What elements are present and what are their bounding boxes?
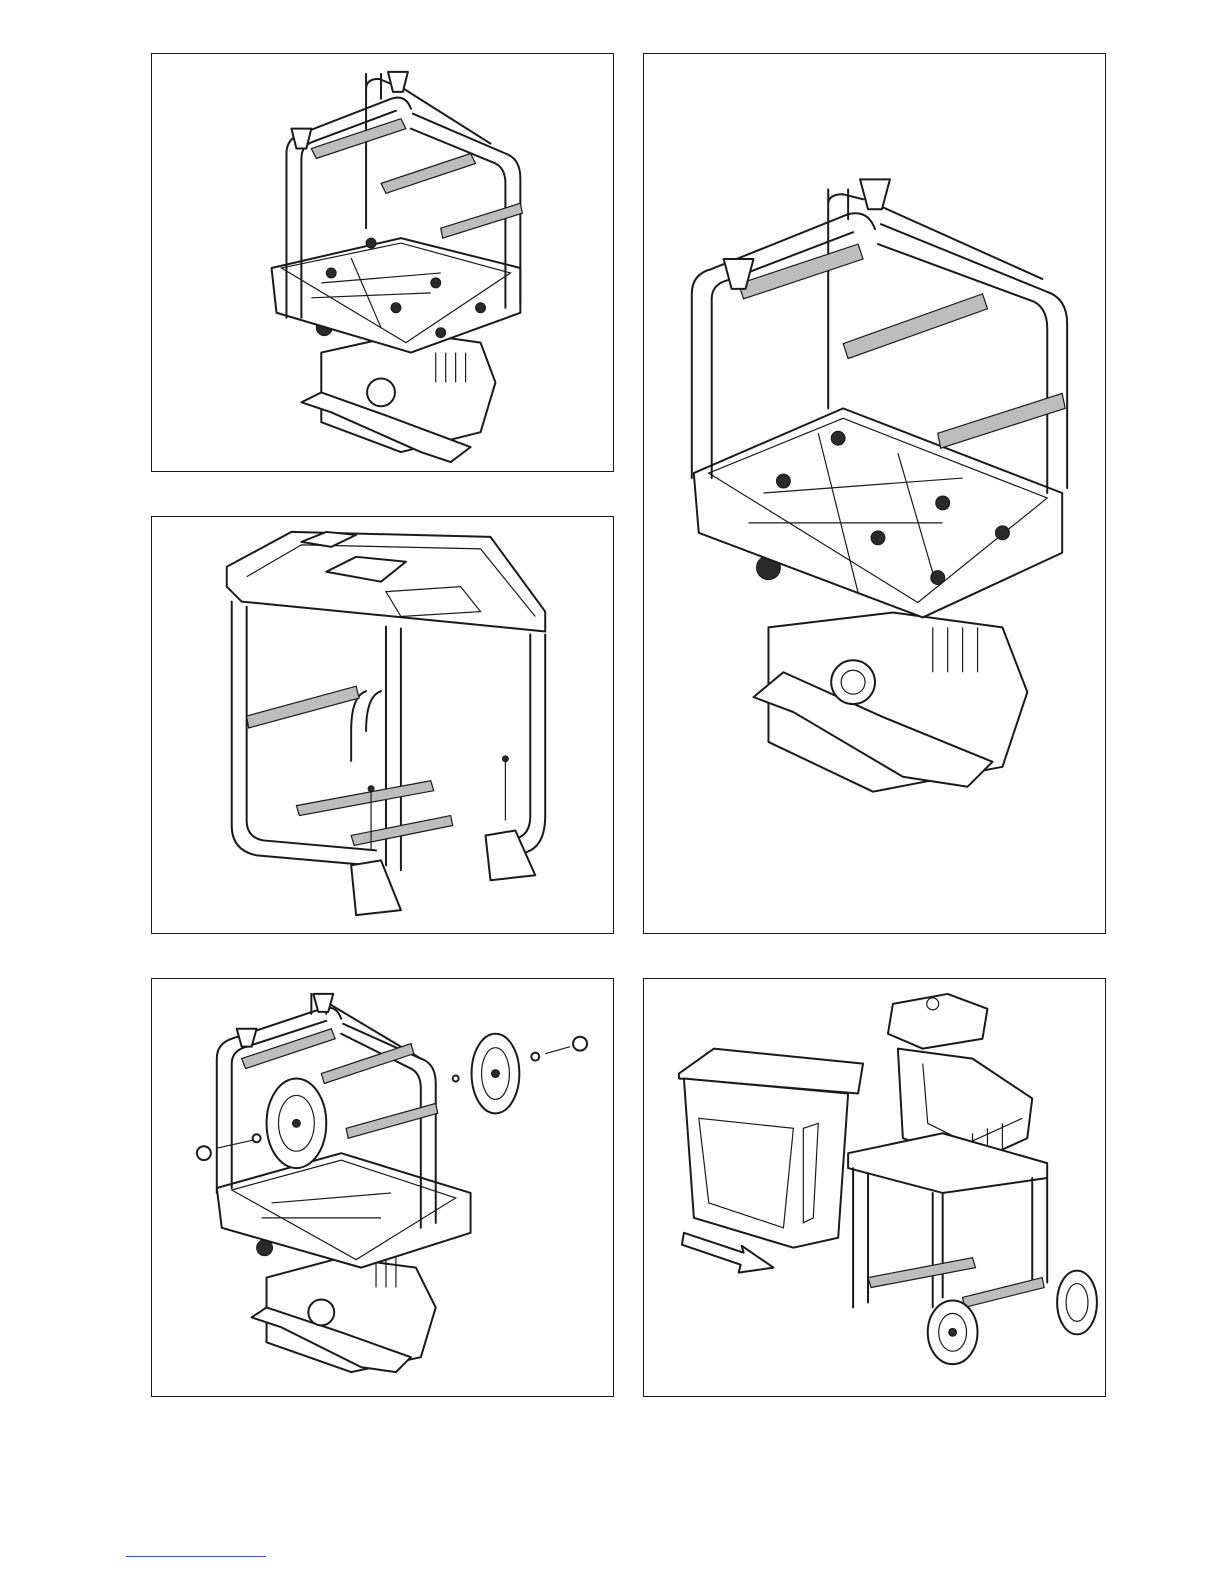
footer-link-underline	[126, 1556, 266, 1557]
wheel-icon	[267, 1079, 327, 1169]
wheel-assembly-illustration	[152, 979, 613, 1396]
frame-feet-illustration	[152, 517, 613, 933]
arrow-icon	[682, 1233, 774, 1273]
figure-3-frame-enlarged	[643, 53, 1106, 934]
wheel-icon	[928, 1300, 978, 1364]
figure-5-collection-box	[643, 978, 1106, 1397]
frame-motor-illustration	[152, 54, 613, 471]
figure-1-frame-screws	[151, 53, 614, 472]
wheel-icon	[1057, 1271, 1097, 1335]
wheel-icon	[472, 1034, 520, 1114]
figure-4-wheel-assembly	[151, 978, 614, 1397]
figure-2-frame-feet	[151, 516, 614, 934]
collection-box-illustration	[644, 979, 1105, 1396]
frame-enlarged-illustration	[644, 54, 1105, 933]
